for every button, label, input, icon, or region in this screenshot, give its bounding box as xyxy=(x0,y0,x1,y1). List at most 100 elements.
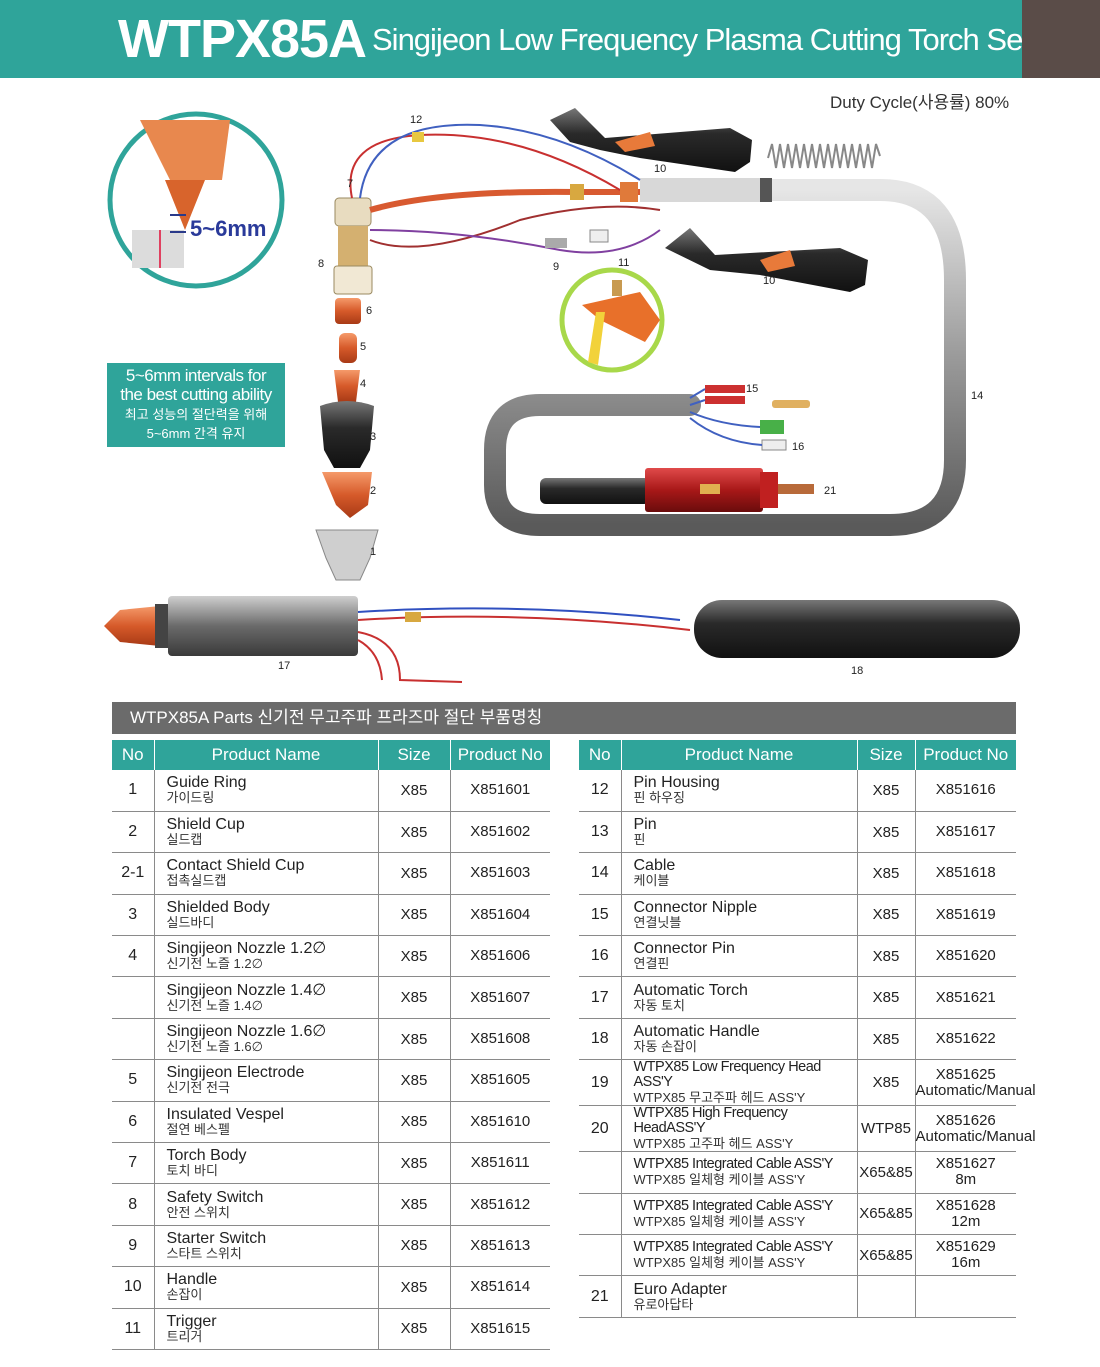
product-no xyxy=(915,1275,1016,1318)
electrode-5 xyxy=(339,333,357,363)
product-no: X851617 xyxy=(915,811,1016,854)
svg-text:7: 7 xyxy=(347,178,353,190)
product-name-en: WTPX85 Integrated Cable ASS'Y xyxy=(633,1239,834,1256)
part-number: 3 xyxy=(112,894,155,937)
part-size: X85 xyxy=(378,1225,451,1268)
product-name: Singijeon Nozzle 1.4∅신기전 노즐 1.4∅ xyxy=(154,976,379,1019)
product-no-code: X851621 xyxy=(935,988,996,1006)
part-size: X85 xyxy=(378,1101,451,1144)
part-size: X85 xyxy=(857,770,916,812)
part-size: X85 xyxy=(378,976,451,1019)
header-product-no: Product No xyxy=(449,740,550,770)
product-name-en: Euro Adapter xyxy=(633,1280,727,1298)
product-name-en: Trigger xyxy=(166,1312,217,1330)
product-no: X851602 xyxy=(450,811,550,854)
part-number xyxy=(579,1234,622,1277)
product-name-kr: 신기전 노즐 1.2∅ xyxy=(166,956,263,972)
part-size: X85 xyxy=(378,894,451,937)
info-kr-line-1: 최고 성능의 절단력을 위해 xyxy=(124,407,268,422)
product-no-code: X851610 xyxy=(470,1112,531,1130)
header-no: No xyxy=(579,740,621,770)
product-no-note: Automatic/Manual xyxy=(915,1081,1036,1099)
svg-text:2: 2 xyxy=(370,485,376,497)
product-name-kr: 연결닛블 xyxy=(633,914,682,930)
part-number: 5 xyxy=(112,1059,155,1102)
model-title: WTPX85A xyxy=(118,9,367,69)
table-header-row: No Product Name Size Product No xyxy=(112,740,550,770)
product-no-code: X851627 xyxy=(935,1155,996,1173)
product-no-code: X851618 xyxy=(935,864,996,882)
product-name-kr: 핀 하우징 xyxy=(633,790,685,806)
product-name-kr: 손잡이 xyxy=(166,1287,203,1303)
product-name-kr: WTPX85 무고주파 헤드 ASS'Y xyxy=(633,1090,806,1106)
part-size: X85 xyxy=(857,1059,916,1107)
product-no-code: X851608 xyxy=(470,1030,531,1048)
header-product-no: Product No xyxy=(914,740,1016,770)
part-number: 2 xyxy=(112,811,155,854)
product-name-kr: 스타트 스위치 xyxy=(166,1245,242,1261)
svg-text:10: 10 xyxy=(654,163,666,175)
product-name-kr: 실드캡 xyxy=(166,832,203,848)
product-name-en: Connector Nipple xyxy=(633,898,758,916)
product-name-en: Insulated Vespel xyxy=(166,1105,284,1123)
product-no: X851619 xyxy=(915,894,1016,937)
product-name-kr: 유로아답타 xyxy=(633,1296,694,1312)
product-name-kr: 안전 스위치 xyxy=(166,1204,230,1220)
svg-text:17: 17 xyxy=(278,660,290,672)
product-name-en: Singijeon Electrode xyxy=(166,1064,305,1082)
product-name-kr: 트리거 xyxy=(166,1328,203,1344)
part-size: X85 xyxy=(378,1142,451,1185)
part-number: 9 xyxy=(112,1225,155,1268)
product-no-code: X851611 xyxy=(470,1154,530,1172)
product-name-en: Shield Cup xyxy=(166,816,245,834)
product-no-note: Automatic/Manual xyxy=(915,1127,1036,1145)
product-no: X851604 xyxy=(450,894,550,937)
product-no: X851608 xyxy=(450,1018,550,1061)
product-no-code: X851612 xyxy=(470,1195,531,1213)
product-name-kr: 가이드링 xyxy=(166,790,215,806)
svg-text:3: 3 xyxy=(370,431,376,443)
product-name-en: Singijeon Nozzle 1.4∅ xyxy=(166,981,327,999)
product-name-kr: 접촉실드캡 xyxy=(166,873,227,889)
product-no-code: X851607 xyxy=(470,988,531,1006)
product-no-code: X851601 xyxy=(470,781,531,799)
product-no: X851603 xyxy=(450,852,550,895)
part-number: 8 xyxy=(112,1183,155,1226)
product-no-code: X851603 xyxy=(470,864,531,882)
part-size: X85 xyxy=(378,811,451,854)
product-name-kr: 신기전 노즐 1.4∅ xyxy=(166,997,263,1013)
part-size: X85 xyxy=(857,852,916,895)
product-name-kr: WTPX85 일체형 케이블 ASS'Y xyxy=(633,1255,806,1271)
part-number: 10 xyxy=(112,1266,155,1309)
product-no-note: 16m xyxy=(951,1254,981,1272)
part-size: X85 xyxy=(378,1059,451,1102)
automatic-torch-17 xyxy=(168,596,358,656)
product-name-kr: 케이블 xyxy=(633,873,670,889)
product-name-kr: 신기전 노즐 1.6∅ xyxy=(166,1039,263,1055)
header-size: Size xyxy=(856,740,915,770)
product-no-code: X851626 xyxy=(935,1111,996,1129)
svg-text:12: 12 xyxy=(410,114,422,126)
gap-label: 5~6mm xyxy=(190,216,266,241)
product-no: X851611 xyxy=(450,1142,550,1185)
part-size: X65&85 xyxy=(857,1193,916,1236)
product-no-code: X851619 xyxy=(935,905,996,923)
